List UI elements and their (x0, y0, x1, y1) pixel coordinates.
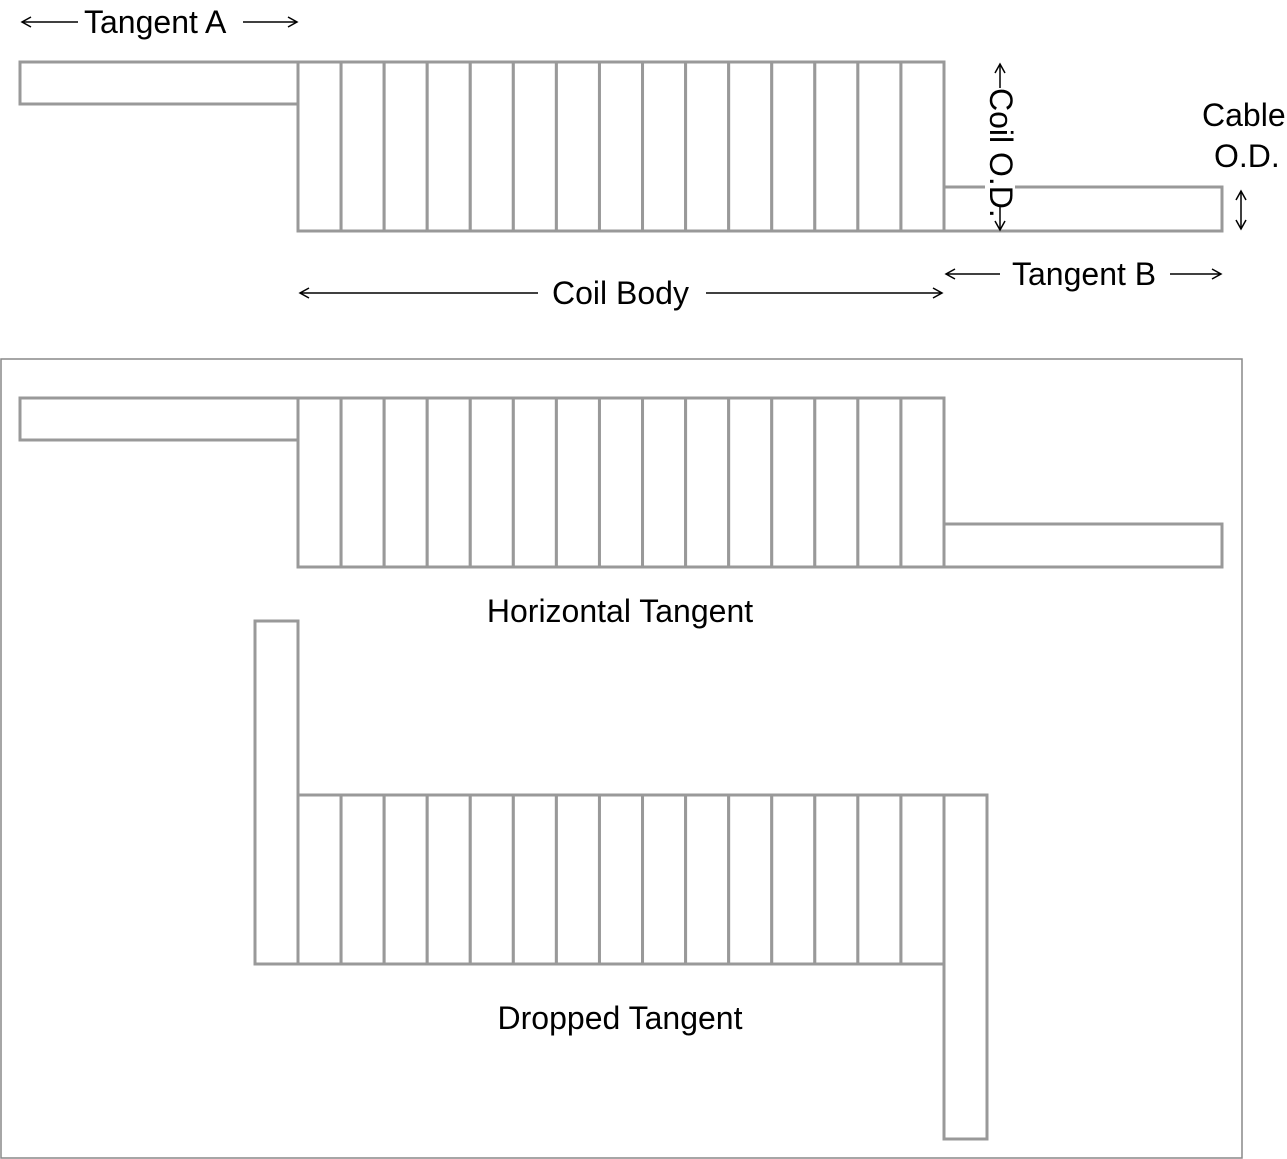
coil-turn (425, 60, 472, 233)
coil-od-label: Coil O.D. (983, 88, 1019, 218)
coil-turn (684, 793, 731, 966)
coil-turn (382, 396, 429, 569)
coil-turn (554, 396, 601, 569)
coil-turn (856, 793, 903, 966)
coil-turn (856, 396, 903, 569)
coil-turn (382, 793, 429, 966)
cable-od-label-line2: O.D. (1214, 138, 1280, 174)
coil-turn (554, 60, 601, 233)
coil-turn (641, 60, 688, 233)
coil-turn (727, 60, 774, 233)
coil-turn (339, 793, 386, 966)
coil-turn (899, 793, 946, 966)
tangent-b-label: Tangent B (1012, 256, 1156, 292)
coil-turn (597, 793, 645, 966)
tangent-a-label: Tangent A (84, 4, 227, 40)
coil-turn (554, 793, 601, 966)
horizontal-tangent-label: Horizontal Tangent (487, 593, 753, 629)
coil-turn (770, 60, 817, 233)
cable-od-label-line1: Cable (1202, 97, 1286, 133)
coil-body-shape (296, 60, 946, 233)
coil-turn (339, 396, 386, 569)
coil-turn (382, 60, 429, 233)
coil-turn (899, 60, 946, 233)
coil-turn (856, 60, 903, 233)
coil-turn (468, 396, 515, 569)
comparison-frame (0, 358, 1243, 1159)
coil-turn (641, 396, 688, 569)
coil-turn (684, 396, 731, 569)
tangent-a-shape (18, 60, 300, 106)
dropped-tangent-b (942, 793, 989, 1141)
dimensioned-coil: Tangent A Coil Body Tangent B Coil O.D. … (18, 4, 1286, 311)
coil-turn (770, 396, 817, 569)
coil-turn (727, 793, 774, 966)
coil-turn (296, 793, 343, 966)
coil-body-label: Coil Body (552, 275, 689, 311)
coil-turn (727, 396, 774, 569)
horizontal-tangent-a (18, 396, 300, 442)
coil-turn (511, 396, 558, 569)
coil-turn (684, 60, 731, 233)
dropped-tangent-label: Dropped Tangent (498, 1000, 743, 1036)
coil-turn (468, 60, 515, 233)
horizontal-tangent-example: Horizontal Tangent (18, 396, 1224, 629)
coil-turn (468, 793, 515, 966)
coil-turn (296, 396, 343, 569)
coil-turn (813, 60, 860, 233)
horizontal-coil-body (296, 396, 946, 569)
dropped-tangent-a (253, 619, 300, 966)
coil-turn (813, 396, 860, 569)
coil-turn (641, 793, 688, 966)
coil-turn (813, 793, 860, 966)
coil-turn (511, 793, 558, 966)
coil-turn (770, 793, 817, 966)
coil-turn (425, 396, 472, 569)
dropped-coil-body (296, 793, 946, 966)
horizontal-tangent-b (942, 522, 1224, 569)
coil-turn (597, 396, 645, 569)
coil-turn (425, 793, 472, 966)
coil-turn (597, 60, 645, 233)
coil-turn (899, 396, 946, 569)
coil-turn (339, 60, 386, 233)
coil-turn (296, 60, 343, 233)
dropped-tangent-example: Dropped Tangent (253, 619, 989, 1141)
coil-turn (511, 60, 558, 233)
